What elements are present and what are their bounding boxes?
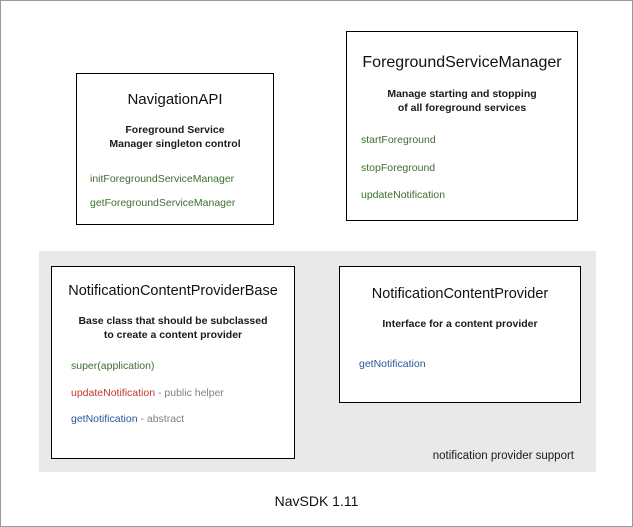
method-name: getNotification: [359, 358, 426, 371]
class-description-line: Interface for a content provider: [382, 317, 538, 330]
method-list: initForegroundServiceManager getForegroun…: [77, 173, 273, 210]
method-item[interactable]: getNotification - abstract: [71, 413, 294, 426]
method-item[interactable]: initForegroundServiceManager: [90, 173, 273, 186]
class-description-line: to create a content provider: [103, 329, 243, 342]
method-item[interactable]: getForegroundServiceManager: [90, 197, 273, 210]
method-list: super(application) updateNotification - p…: [52, 360, 294, 426]
class-description: Foreground Service Manager singleton con…: [77, 123, 273, 151]
method-list: getNotification: [340, 358, 580, 371]
class-description: Base class that should be subclassed to …: [52, 314, 294, 342]
method-name: super(application): [71, 360, 155, 373]
class-title: NotificationContentProviderBase: [68, 283, 278, 299]
method-item[interactable]: stopForeground: [361, 162, 577, 175]
method-name: getNotification: [71, 413, 138, 426]
method-item[interactable]: getNotification: [359, 358, 580, 371]
method-item[interactable]: updateNotification: [361, 189, 577, 202]
class-description-line: Manager singleton control: [109, 137, 241, 150]
method-list: startForeground stopForeground updateNotif…: [347, 134, 577, 202]
method-name: initForegroundServiceManager: [90, 172, 235, 185]
class-description: Interface for a content provider: [340, 317, 580, 331]
method-note: - abstract: [137, 413, 185, 426]
group-panel-label: notification provider support: [432, 450, 574, 462]
class-description-line: of all foreground services: [397, 101, 527, 114]
footer-caption: NavSDK 1.11: [274, 493, 359, 509]
class-title: NavigationAPI: [127, 91, 223, 108]
class-box-notification-content-provider[interactable]: NotificationContentProvider Interface fo…: [339, 266, 581, 403]
method-name: stopForeground: [361, 161, 436, 174]
class-title: NotificationContentProvider: [371, 286, 549, 302]
method-note: - public helper: [155, 386, 224, 399]
class-box-foreground-service-manager[interactable]: ForegroundServiceManager Manage starting…: [346, 31, 578, 221]
method-item[interactable]: super(application): [71, 360, 294, 373]
class-description-line: Base class that should be subclassed: [78, 314, 268, 327]
class-box-notification-content-provider-base[interactable]: NotificationContentProviderBase Base cla…: [51, 266, 295, 459]
method-name: startForeground: [361, 133, 436, 146]
method-name: updateNotification: [71, 386, 156, 399]
method-name: updateNotification: [361, 189, 446, 202]
method-item[interactable]: startForeground: [361, 134, 577, 147]
class-description-line: Foreground Service: [125, 123, 225, 136]
class-title: ForegroundServiceManager: [362, 54, 562, 71]
method-item[interactable]: updateNotification - public helper: [71, 387, 294, 400]
method-name: getForegroundServiceManager: [90, 197, 236, 210]
class-description: Manage starting and stopping of all fore…: [347, 87, 577, 115]
class-description-line: Manage starting and stopping: [387, 87, 537, 100]
class-box-navigation-api[interactable]: NavigationAPI Foreground Service Manager…: [76, 73, 274, 225]
